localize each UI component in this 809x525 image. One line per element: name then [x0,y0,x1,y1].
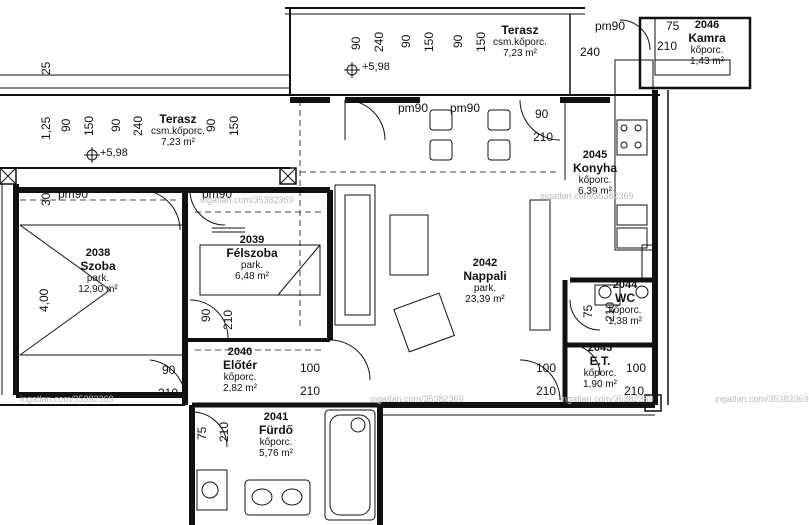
dim-210-kitchen: 210 [533,130,554,144]
dim-210-eloter-b: 210 [300,384,321,398]
walls [0,7,752,525]
dim-v-left-90c: 90 [204,118,218,132]
dim-v-30: 30 [39,192,53,206]
room-terasz-top: Terasz csm.kőporc. 7,23 m² [493,23,547,59]
dim-210-nappali: 210 [536,384,557,398]
door-label-pm-terrace-2: pm90 [450,101,481,115]
dim-75: 75 [666,19,680,33]
room-wc: 2044 WC kőporc. 1,38 m² [608,279,642,327]
dim-v-210-wc: 210 [603,301,617,322]
furniture [19,109,649,521]
dim-v-210-furdo: 210 [217,421,231,442]
elevation-top: +5,98 [362,61,390,73]
dim-v-left-125: 1,25 [39,116,53,140]
dim-v-top-90c: 90 [451,34,465,48]
room-et: 2043 E.T. kőporc. 1,90 m² [583,342,617,390]
door-label-pm-szoba: pm90 [58,187,89,201]
dim-210-eloter: 210 [158,386,179,400]
room-kamra: 2046 Kamra kőporc. 1,43 m² [688,19,726,67]
watermark-3: ingatlan.com/35382369 [20,394,114,404]
dim-90-eloter: 90 [162,363,176,377]
dim-v-210-felszoba: 210 [221,309,235,330]
door-swings [139,19,651,448]
room-konyha: 2045 Konyha kőporc. 6,39 m² [572,149,618,197]
door-label-pm-top-right: pm90 [595,19,626,33]
dim-90-kitchen: 90 [535,107,549,121]
dim-v-left-240: 240 [131,115,145,136]
dim-v-75-furdo: 75 [195,426,209,440]
dim-210-kamra: 210 [657,39,678,53]
watermark-6: ingatlan.com/35382369 [715,394,809,404]
watermark-4: ingatlan.com/35382369 [370,394,464,404]
dim-v-top-90b: 90 [399,34,413,48]
watermark-1: ingatlan.com/35382369 [200,195,294,205]
room-terasz-left: Terasz csm.kőporc. 7,23 m² [151,112,205,148]
watermark-2: ingatlan.com/35382369 [540,191,634,201]
dim-v-top-150a: 150 [422,31,436,52]
dim-100-nappali: 100 [536,361,557,375]
dim-v-400: 4,00 [37,288,51,312]
door-label-pm-felszoba: pm90 [202,187,233,201]
room-eloter: 2040 Előtér kőporc. 2,82 m² [222,346,258,394]
room-felszoba: 2039 Félszoba park. 6,48 m² [226,234,278,282]
dim-v-left-150b: 150 [227,115,241,136]
dim-v-75-wc: 75 [581,304,595,318]
elevation-left: +5,98 [100,147,128,159]
watermark-5: ingatlan.com/35382369 [560,394,654,404]
dim-v-left-150a: 150 [82,115,96,136]
dim-v-left-90a: 90 [59,118,73,132]
dim-v-top-150b: 150 [474,31,488,52]
dim-v-top-90a: 90 [349,36,363,50]
dim-v-90-felszoba: 90 [199,308,213,322]
dim-100-eloter: 100 [300,361,321,375]
dim-v-left-25: 25 [39,61,53,75]
dim-v-left-90b: 90 [109,118,123,132]
dim-100-et: 100 [626,361,647,375]
dashed-lines [20,100,560,351]
room-furdo: 2041 Fürdő kőporc. 5,76 m² [259,411,293,459]
room-nappali: 2042 Nappali park. 23,39 m² [463,257,507,305]
door-label-pm-terrace-1: pm90 [398,101,429,115]
elevation-markers [84,62,360,163]
dim-v-top-240: 240 [372,31,386,52]
dim-210-et: 210 [624,384,645,398]
room-szoba: 2038 Szoba park. 12,90 m² [78,247,118,295]
dim-240-kamra: 240 [580,45,601,59]
